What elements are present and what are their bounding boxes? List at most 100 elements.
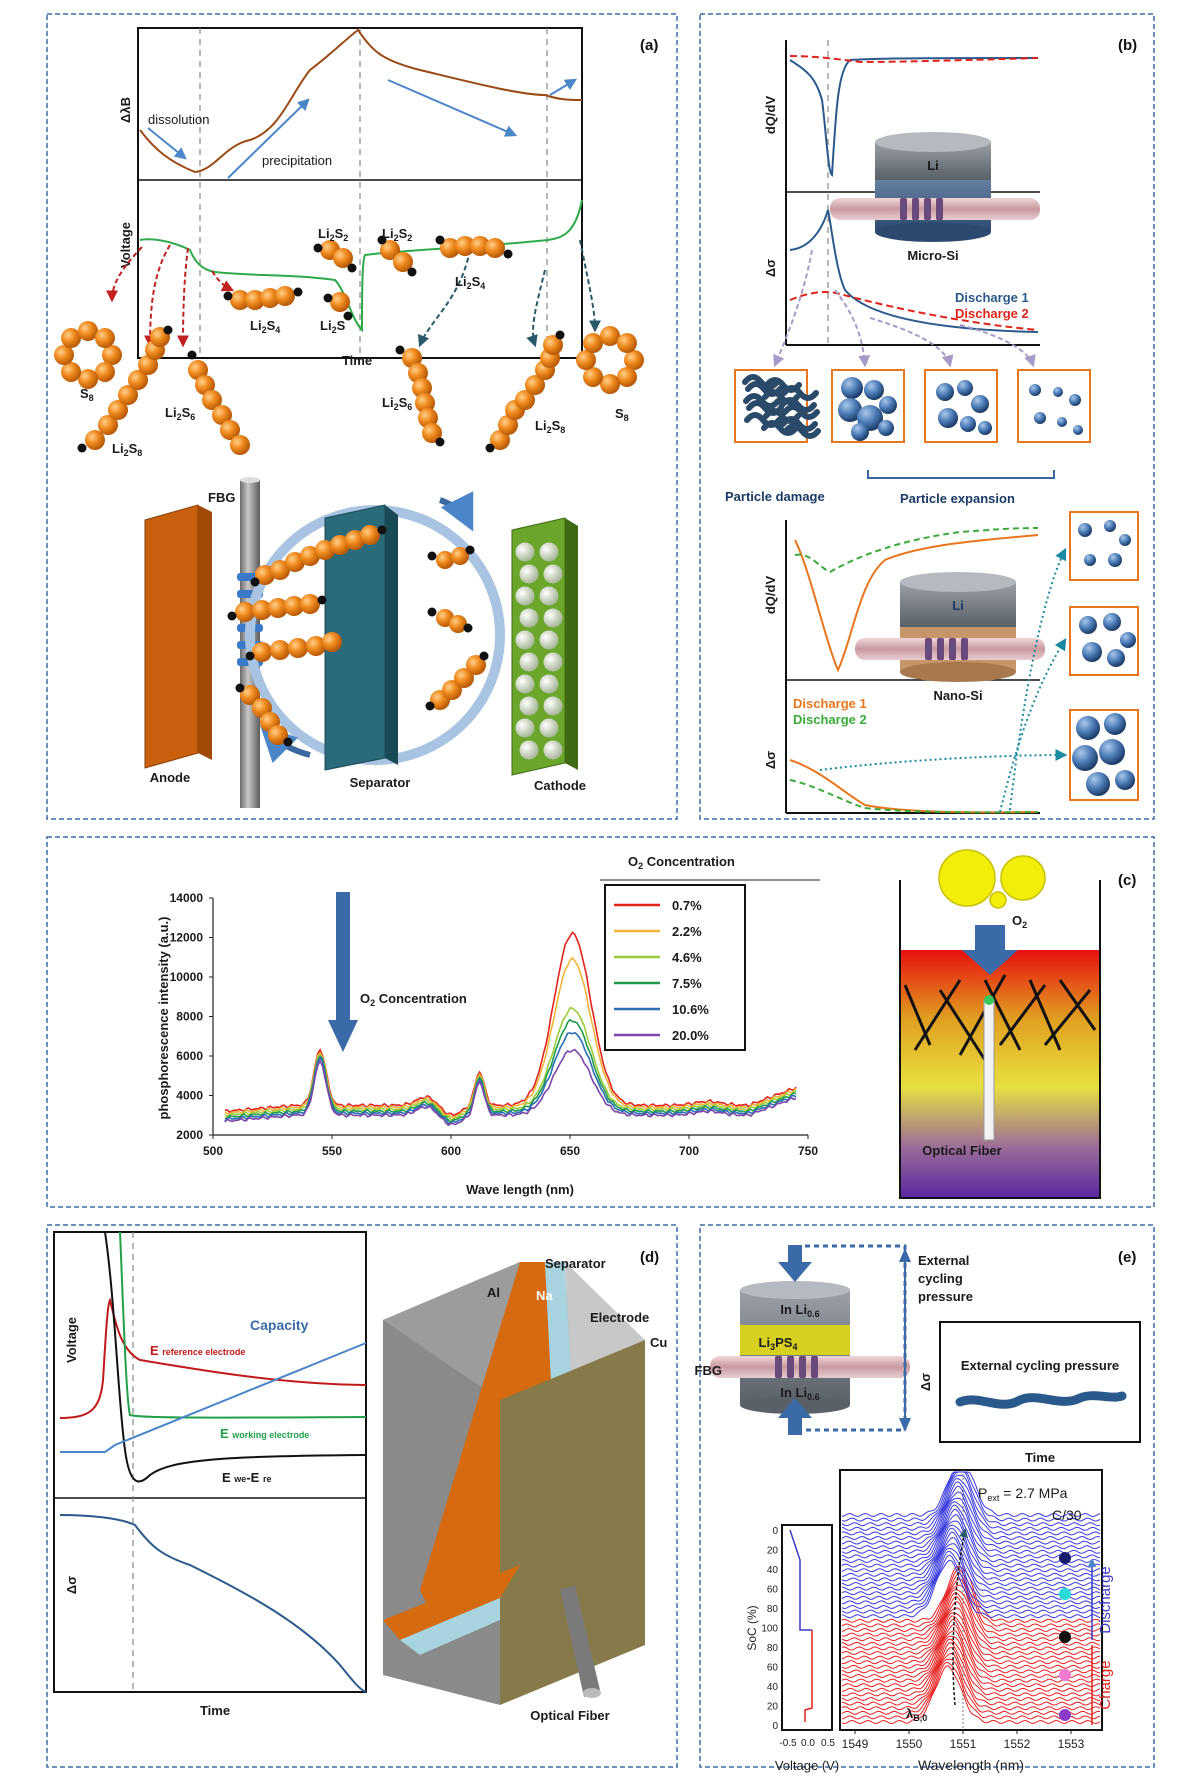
rate-label: C/30 [1052, 1507, 1082, 1523]
stack-spectrum-line [841, 1584, 1101, 1642]
legend-label: 2.2% [672, 924, 702, 939]
nano-si-label: Nano-Si [933, 688, 982, 703]
stack-spectrum-line [841, 1638, 1101, 1697]
series-line-10.6% [224, 1031, 797, 1125]
stack-spectrum-line [841, 1619, 1101, 1679]
pressure-inset-y: Δσ [918, 1373, 933, 1391]
o2-bubble-2 [1000, 855, 1046, 901]
panel-e-frame [699, 1224, 1155, 1768]
optical-fiber-label: Optical Fiber [922, 1143, 1001, 1158]
e-ref-label: E reference electrode [150, 1343, 245, 1358]
panel-a-red-arrow-2 [144, 244, 171, 348]
stack-spectrum-line [841, 1514, 1101, 1573]
panel-a-dissolution-label: dissolution [148, 112, 209, 127]
o2-bubble-3 [989, 891, 1007, 909]
y-tick-label: 6000 [176, 1049, 203, 1063]
species-label-li2s2-left: Li2S2 [318, 226, 348, 243]
x-tick-label: 500 [203, 1144, 223, 1158]
layer-cu [500, 1340, 645, 1705]
panel-b-y2-label: Δσ [763, 259, 778, 277]
species-label-li2s6-right: Li2S6 [382, 395, 412, 412]
panel-a-y1-label: ΔλB [118, 97, 133, 123]
stack-spectrum-line [841, 1501, 1101, 1559]
panel-b-nano-dqdv-d2 [794, 527, 1039, 574]
species-label-li2s: Li2S [320, 318, 346, 335]
panel-a-label: (a) [640, 37, 658, 54]
stack-spectrum-line [841, 1578, 1101, 1637]
volt-tick-label: 0.5 [821, 1738, 835, 1749]
stack-spectrum-line [841, 1508, 1101, 1568]
panel-a-red-arrow-1 [106, 246, 143, 303]
y-tick-label: 10000 [170, 970, 204, 984]
panel-a-arrow-precipitation [227, 98, 310, 179]
series-line-0.7% [224, 931, 797, 1117]
y-tick-label: 14000 [170, 891, 204, 905]
panel-a-precipitation-label: precipitation [262, 153, 332, 168]
stack-spectrum-line [841, 1665, 1101, 1725]
o2-arrow-label: O2 Concentration [360, 991, 467, 1008]
micro-si-li-label: Li [927, 158, 939, 173]
panel-c-frame [46, 836, 1155, 1208]
wl-tick-label: 1551 [950, 1737, 977, 1751]
stack-spectrum-line [841, 1524, 1101, 1582]
stack-spectrum-line [841, 1647, 1101, 1706]
stack-spectrum-line [841, 1592, 1101, 1651]
volt-tick-label: 0.0 [801, 1738, 815, 1749]
stack-spectrum-line [841, 1661, 1101, 1720]
oxygen-sensor-vessel: O2 Optical Fiber [899, 849, 1101, 1199]
soc-axis-label: SoC (%) [745, 1605, 759, 1650]
panel-b: (b) dQ/dV Δσ Li Micro-Si Discharge 1 Dis… [725, 37, 1139, 814]
li3ps4-label: Li3PS4 [759, 1335, 798, 1352]
stack-spectrum-line [841, 1520, 1101, 1577]
panel-b-y4-label: Δσ [763, 751, 778, 769]
stack-spectrum-line [841, 1595, 1101, 1656]
legend-label: 7.5% [672, 976, 702, 991]
optical-fiber-d [560, 1585, 600, 1697]
legend-label: 10.6% [672, 1002, 709, 1017]
panel-b-ds-d1 [789, 209, 1039, 333]
panel-b-frame [699, 13, 1155, 820]
stacked-spectra [841, 1471, 1101, 1725]
species-label-li2s4-right: Li2S4 [455, 274, 485, 291]
fbg-e-label: FBG [695, 1363, 722, 1378]
soc-tick-label: 0 [772, 1721, 778, 1732]
stack-spectrum-line [841, 1485, 1101, 1545]
stack-spectrum-line [841, 1565, 1101, 1623]
soc-tick-label: 20 [767, 1702, 779, 1713]
panel-e-label: (e) [1118, 1249, 1136, 1266]
wl-tick-label: 1549 [842, 1737, 869, 1751]
species-label-s8-right: S8 [615, 406, 629, 423]
external-pressure-label-1: External [918, 1253, 969, 1268]
cell-3d: Al Na Separator Electrode Cu Optical Fib… [383, 1256, 667, 1723]
soc-tick-label: 80 [767, 1604, 779, 1615]
pext-label: Pext = 2.7 MPa [978, 1485, 1068, 1503]
panel-b-nano-ds-d2 [789, 779, 1039, 814]
stack-spectrum-line [841, 1527, 1101, 1587]
stack-spectrum-line [841, 1471, 1101, 1518]
shuttle-arrow-bottom [259, 724, 311, 764]
optical-fiber-d-label: Optical Fiber [530, 1708, 609, 1723]
legend-items: 0.7%2.2%4.6%7.5%10.6%20.0% [614, 898, 709, 1043]
panel-d: (d) Voltage Δσ Time Capacity E reference… [53, 1231, 667, 1723]
panel-b-dqdv-d2 [789, 55, 1039, 64]
panel-b-ds-d2 [789, 291, 1039, 331]
particle-expansion-bracket [867, 470, 1055, 479]
y-tick-label: 4000 [176, 1089, 203, 1103]
layer-electrode-label: Electrode [590, 1310, 649, 1325]
legend-label: 4.6% [672, 950, 702, 965]
o2-inflow-arrow [962, 925, 1018, 975]
y-tick-label: 2000 [176, 1128, 203, 1142]
panel-b-nano-ds-d1 [789, 759, 1039, 814]
charge-label: Charge [1097, 1660, 1114, 1709]
panel-a-teal-arrow-2 [526, 269, 546, 348]
panel-e: (e) In Li0.6 Li3PS4 In Li0.6 FBG Externa… [695, 1244, 1141, 1773]
stack-spectrum-line [841, 1559, 1101, 1619]
stack-spectrum-line [841, 1481, 1101, 1541]
stack-spectrum-line [841, 1497, 1101, 1554]
stack-spectrum-line [841, 1554, 1101, 1614]
stack-spectrum-line [841, 1531, 1101, 1591]
stack-spectrum-line [841, 1623, 1101, 1683]
